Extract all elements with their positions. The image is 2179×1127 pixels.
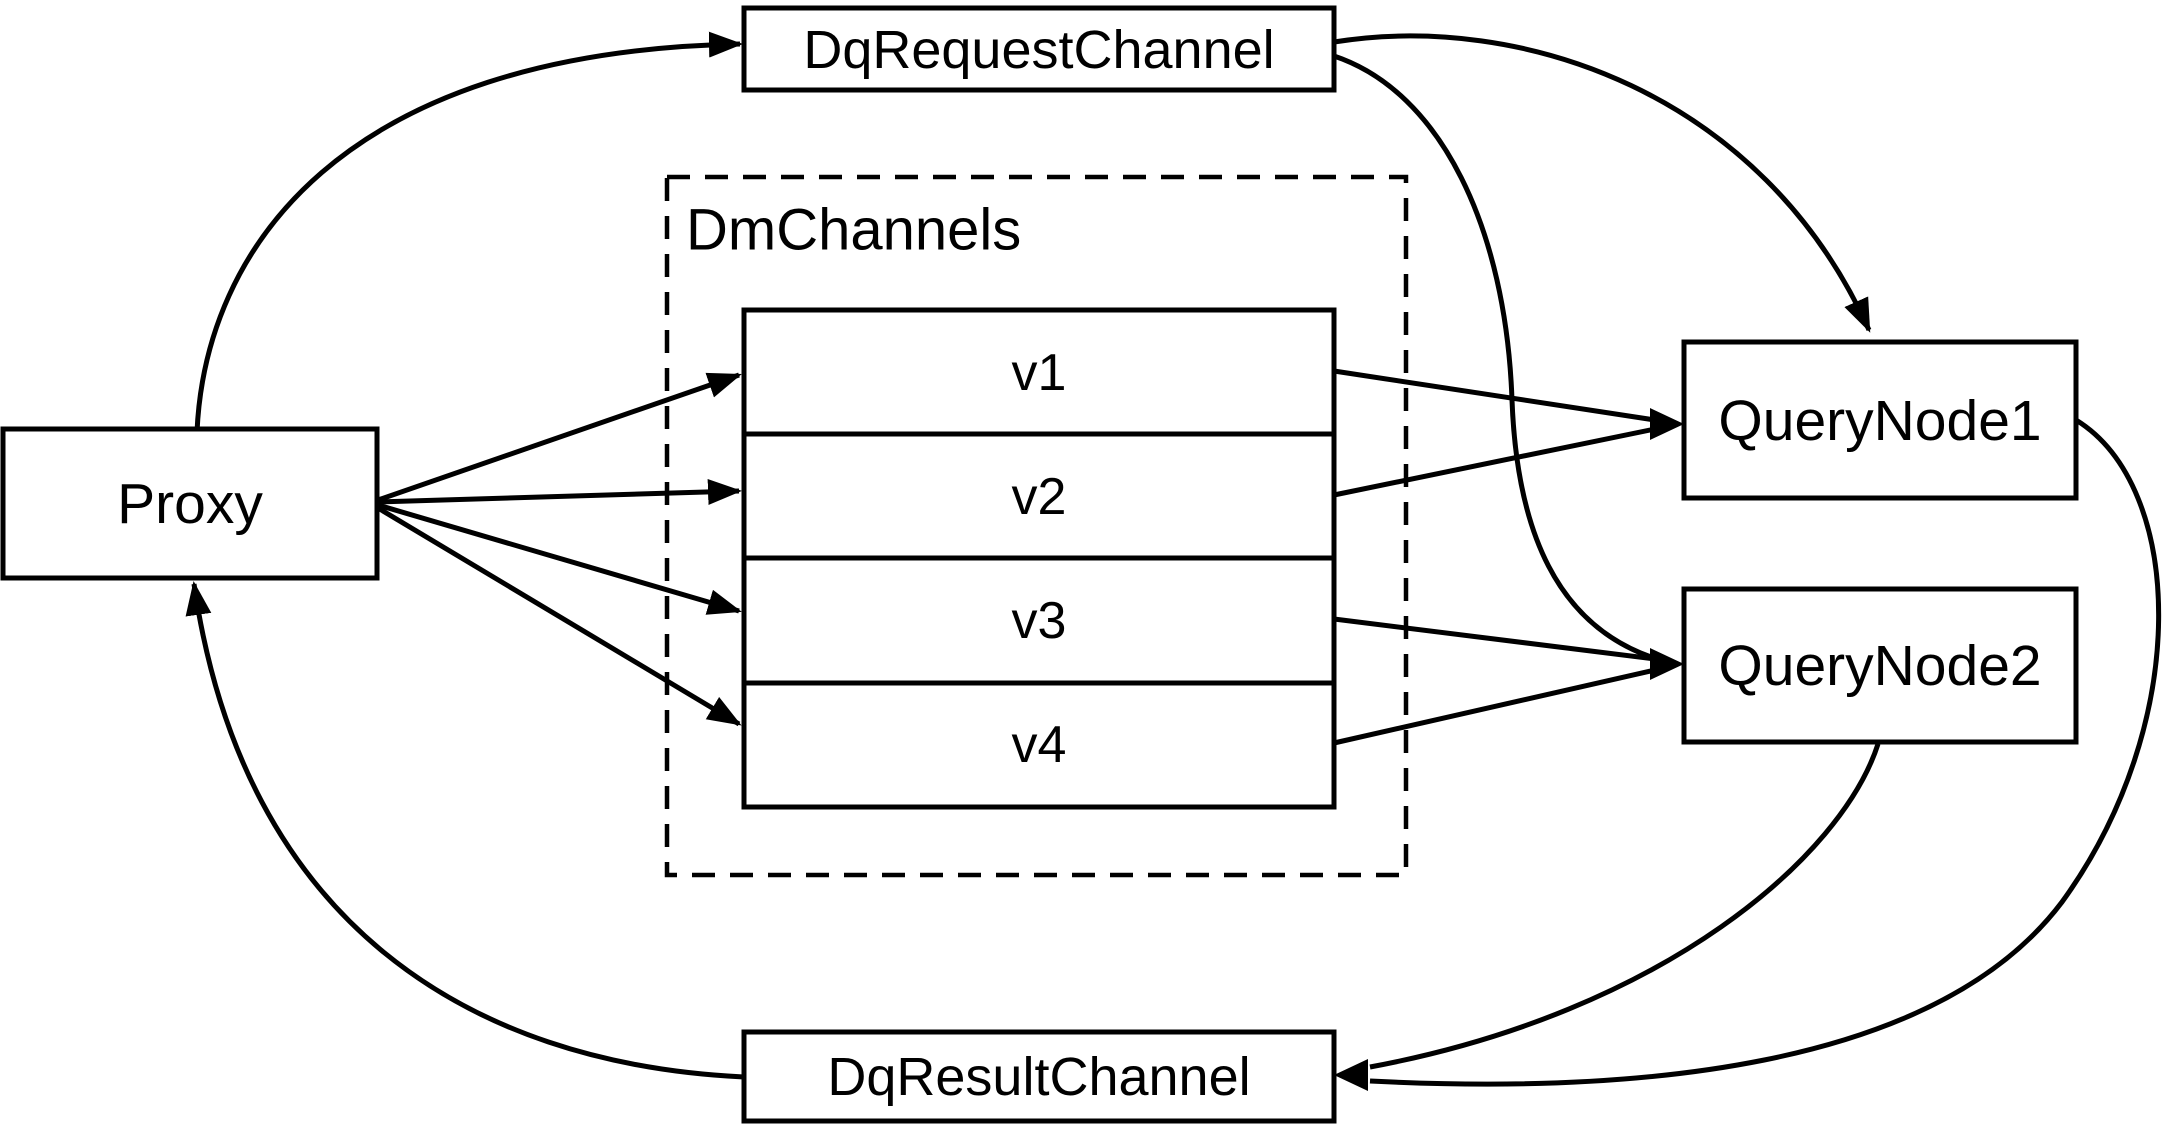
query-node-1-label: QueryNode1 (1718, 389, 2041, 453)
node-dq-request-channel: DqRequestChannel (741, 5, 1337, 93)
dq-result-channel-label: DqResultChannel (827, 1047, 1250, 1107)
edge-proxy-to-v1 (377, 372, 742, 503)
dq-result-channel-box (741, 1029, 1337, 1124)
edge-v4-to-query-node-2 (1333, 667, 1656, 746)
edge-proxy-to-v4 (376, 505, 742, 727)
node-query-node-1: QueryNode1 (1681, 339, 2079, 501)
edge-proxy-to-dq-request-channel (194, 31, 743, 433)
edge-query-node-1-to-dq-result-channel (1369, 417, 2162, 1087)
node-proxy: Proxy (0, 426, 380, 581)
node-channel-stack: v1 v2 v3 v4 (741, 307, 1337, 810)
edge-v3-to-query-node-2 (1333, 616, 1656, 662)
proxy-label: Proxy (117, 472, 263, 536)
edge-proxy-to-v2 (377, 478, 742, 505)
nodes-group: DmChannels v1 v2 v3 v4 Proxy DqR (0, 5, 2079, 1124)
channel-v4-label: v4 (1012, 716, 1067, 774)
arrowhead-into-dq-result-channel-icon (1334, 1059, 1368, 1091)
edge-dq-result-channel-to-proxy (185, 581, 745, 1080)
group-dm-channels: DmChannels (664, 174, 1409, 878)
edge-v1-to-query-node-1 (1333, 368, 1656, 423)
dq-request-channel-label: DqRequestChannel (803, 20, 1274, 80)
edge-query-node-2-to-dq-result-channel (1369, 743, 1881, 1070)
query-node-2-box (1681, 586, 2079, 745)
edge-v2-to-query-node-1 (1333, 426, 1656, 498)
edge-proxy-to-v3 (377, 502, 742, 615)
channel-v3-label: v3 (1012, 592, 1067, 650)
arrowhead-into-query-node-1-icon (1650, 408, 1684, 440)
dm-channels-label: DmChannels (686, 198, 1021, 263)
edge-dq-request-channel-to-query-node-1 (1333, 33, 1872, 333)
node-query-node-2: QueryNode2 (1681, 586, 2079, 745)
query-node-1-box (1681, 339, 2079, 501)
arrowhead-into-query-node-2-icon (1650, 648, 1684, 680)
edge-dq-request-channel-to-query-node-2 (1333, 53, 1652, 660)
proxy-box (0, 426, 380, 581)
dq-request-channel-box (741, 5, 1337, 93)
dm-channels-dashed-border (664, 174, 1409, 878)
edges-group (185, 31, 2162, 1091)
channel-v2-label: v2 (1012, 468, 1067, 526)
query-node-2-label: QueryNode2 (1718, 634, 2041, 698)
node-dq-result-channel: DqResultChannel (741, 1029, 1337, 1124)
channel-v1-label: v1 (1012, 344, 1067, 402)
